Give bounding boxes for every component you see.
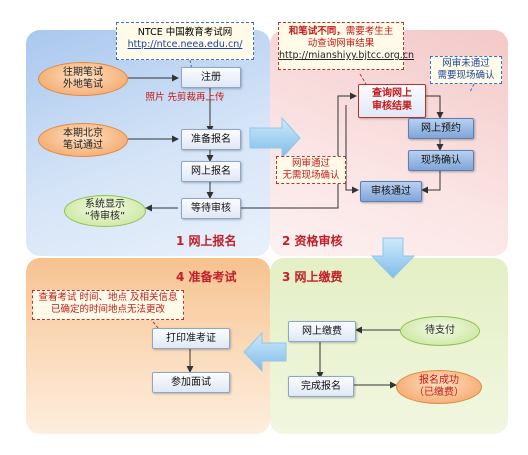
fail-note: 网审未通过 需要现场确认: [430, 56, 502, 84]
stage3-to-stage4-arrow: [243, 331, 287, 373]
diff-line1: 和笔试不同，: [288, 26, 346, 37]
query-line1: 查询网上: [372, 88, 412, 99]
prepare-apply-box: 准备报名: [181, 129, 241, 150]
oval-pending-payment: 待支付: [400, 316, 480, 346]
oval-local-exam: 本期北京 笔试通过: [38, 123, 128, 157]
oval-system-line1: 系统显示: [85, 199, 125, 210]
online-pay-box: 网上缴费: [288, 321, 356, 342]
diff-line2: 动查询网审结果: [307, 38, 375, 49]
stage2-title: 2 资格审核: [282, 234, 343, 248]
oval-local-line2: 笔试通过: [63, 140, 103, 151]
stage1-title: 1 网上报名: [176, 234, 237, 248]
ntce-title: NTCE 中国教育考试网: [137, 27, 233, 38]
fail-line2: 需要现场确认: [437, 70, 495, 81]
check-line2: 已确定的时间地点无法更改: [50, 304, 165, 315]
register-box: 注册: [181, 67, 241, 88]
oval-local-line1: 本期北京: [63, 128, 103, 139]
oval-success-line2: （已缴费）: [414, 387, 464, 398]
oval-apply-success: 报名成功 （已缴费）: [396, 370, 482, 404]
print-ticket-box: 打印准考证: [152, 328, 230, 349]
stage4-title: 4 准备考试: [176, 270, 237, 284]
fail-line1: 网审未通过: [442, 58, 490, 69]
online-appointment-box: 网上预约: [408, 118, 474, 139]
oval-system-line2: “待审核”: [84, 211, 126, 222]
ntce-url-link[interactable]: http://ntce.neea.edu.cn/: [127, 39, 243, 50]
diff-note: 和笔试不同，需要考生主 动查询网审结果 http://mianshiyy.bjt…: [278, 22, 415, 70]
stage1-to-stage2-arrow: [249, 116, 301, 160]
oval-other-exam: 往期笔试 外地笔试: [38, 62, 128, 96]
query-line2: 审核结果: [372, 101, 412, 112]
oval-system-pending: 系统显示 “待审核”: [64, 195, 146, 227]
review-pass-box: 审核通过: [360, 181, 422, 202]
oval-other-line2: 外地笔试: [63, 79, 103, 90]
check-info-note: 查看考试 时间、地点 及相关信息 已确定的时间地点无法更改: [32, 290, 184, 320]
online-apply-box: 网上报名: [181, 161, 241, 182]
oval-pending-pay-label: 待支付: [425, 325, 455, 336]
oval-other-line1: 往期笔试: [63, 67, 103, 78]
interview-box: 参加面试: [152, 372, 230, 393]
check-line1: 查看考试 时间、地点 及相关信息: [38, 292, 178, 303]
stage2-to-stage3-arrow: [370, 237, 416, 279]
pass-line1: 网审通过: [291, 158, 330, 169]
ntce-website-note: NTCE 中国教育考试网 http://ntce.neea.edu.cn/: [116, 22, 254, 60]
pass-line2: 无需现场确认: [282, 170, 340, 181]
stage3-title: 3 网上缴费: [282, 270, 343, 284]
diff-line1b: 需要考生主: [345, 26, 394, 37]
pass-note: 网审通过 无需现场确认: [276, 156, 346, 184]
onsite-confirm-box: 现场确认: [408, 150, 474, 171]
oval-success-line1: 报名成功: [419, 375, 459, 386]
stage-online-payment-panel: [270, 258, 508, 434]
photo-note: 照片 先剪裁再上传: [145, 92, 225, 103]
diff-url-link[interactable]: http://mianshiyy.bjtcc.org.cn: [279, 50, 415, 61]
wait-review-box: 等待审核: [181, 198, 241, 219]
complete-apply-box: 完成报名: [288, 376, 354, 397]
query-result-box: 查询网上 审核结果: [358, 84, 426, 118]
